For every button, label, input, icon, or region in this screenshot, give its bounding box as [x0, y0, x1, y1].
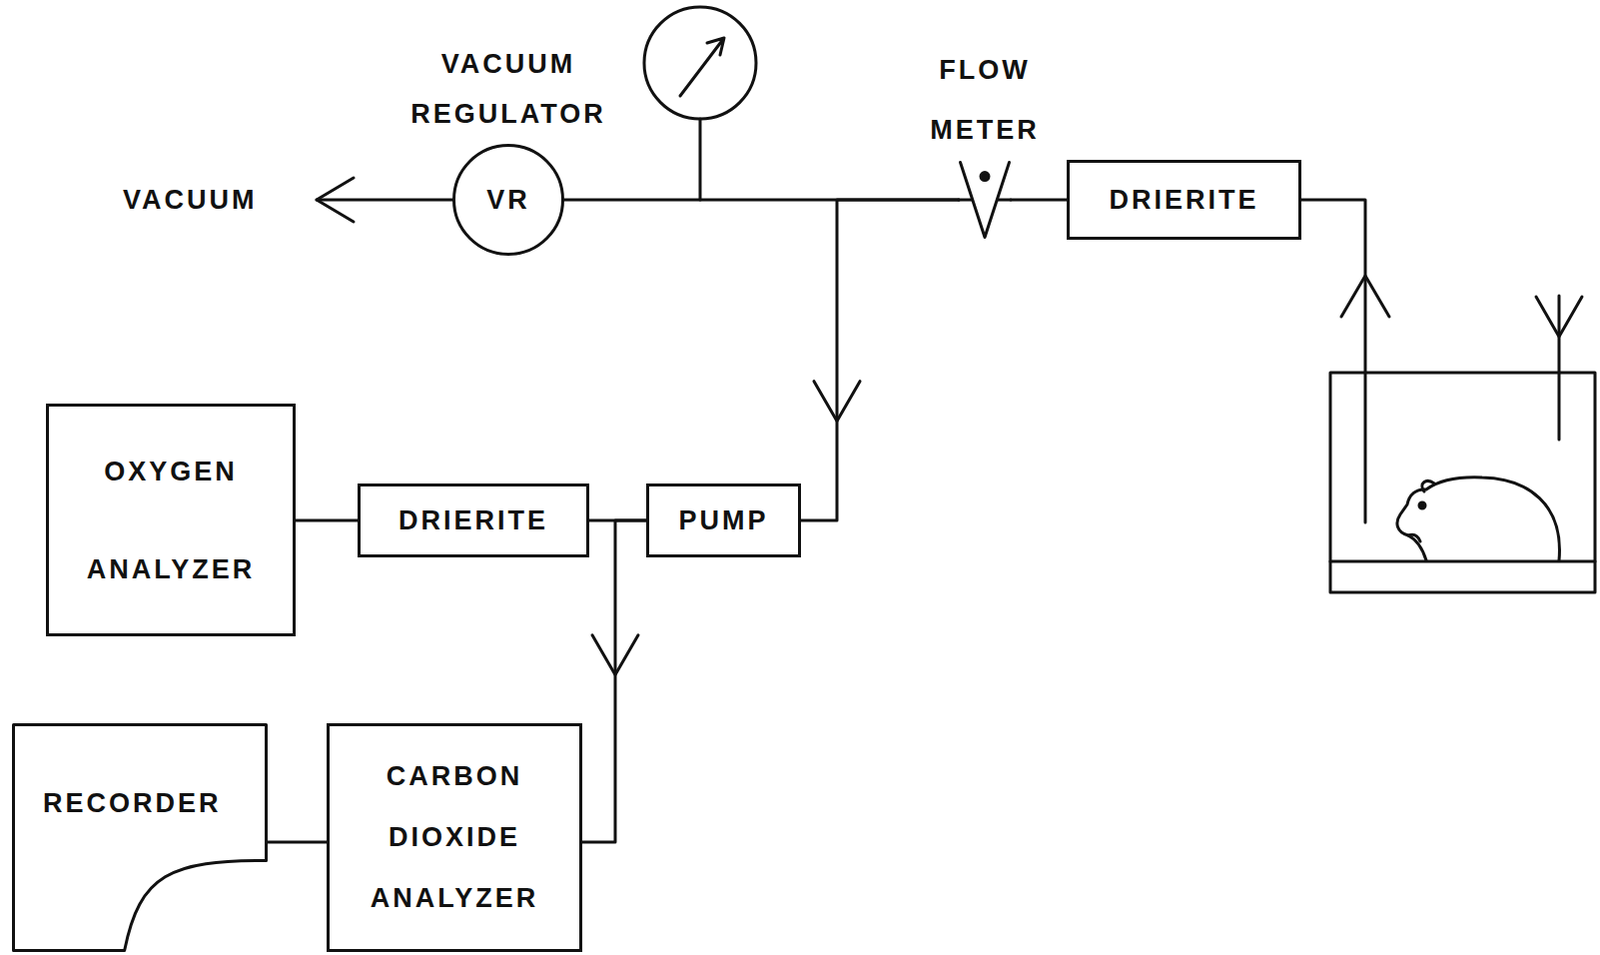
vacuum-line: [316, 198, 453, 202]
flow-meter: FLOW METER: [958, 160, 1011, 239]
tube-line: [267, 840, 327, 844]
box-label: CARBON DIOXIDE ANALYZER: [329, 746, 580, 929]
regulator-circle: VACUUM REGULATORVR: [452, 143, 565, 256]
part-name: VACUUM REGULATOR: [388, 38, 629, 139]
tube-line: [800, 199, 959, 521]
animal-chamber: [1330, 372, 1596, 593]
chamber-floor: [1330, 560, 1596, 564]
box-label: DRIERITE: [1069, 181, 1299, 218]
box-label: RECORDER: [42, 785, 268, 821]
flow-arrow: [592, 635, 639, 676]
outlet-arrow: [1341, 275, 1390, 317]
hamster-ear: [1422, 481, 1435, 492]
hamster-mouth: [1408, 534, 1421, 542]
gauge-needle: [680, 37, 725, 96]
inlet-arrow: [1536, 296, 1583, 337]
part-name: FLOW METER: [914, 39, 1055, 160]
box-label: PUMP: [649, 502, 799, 539]
hamster-eye: [1419, 502, 1426, 509]
drierite-box: DRIERITE: [357, 483, 590, 558]
vee-outline: [958, 160, 1011, 239]
recorder: RECORDER: [11, 723, 268, 952]
tube-line: [582, 520, 647, 842]
box-label: VR: [452, 181, 565, 218]
hamster: [1397, 477, 1561, 561]
box-label: OXYGEN ANALYZER: [48, 422, 293, 619]
analyzer-box: CARBON DIOXIDE ANALYZER: [326, 723, 583, 952]
tube-line: [1010, 198, 1067, 202]
outlet-tube: [1301, 199, 1366, 523]
analyzer-box: OXYGEN ANALYZER: [45, 403, 296, 637]
tube-line: [295, 519, 358, 523]
pressure-gauge: [644, 6, 757, 119]
box-label: DRIERITE: [360, 502, 587, 539]
inlet-tube: [1558, 295, 1562, 440]
port-label: VACUUM: [122, 181, 258, 218]
flow-arrow: [813, 381, 860, 422]
recorder-outline: [11, 723, 268, 952]
gauge-stem: [699, 118, 703, 200]
vacuum-arrow: [316, 177, 354, 222]
pump-box: PUMP: [646, 483, 801, 558]
drierite-box: DRIERITE: [1066, 159, 1302, 240]
